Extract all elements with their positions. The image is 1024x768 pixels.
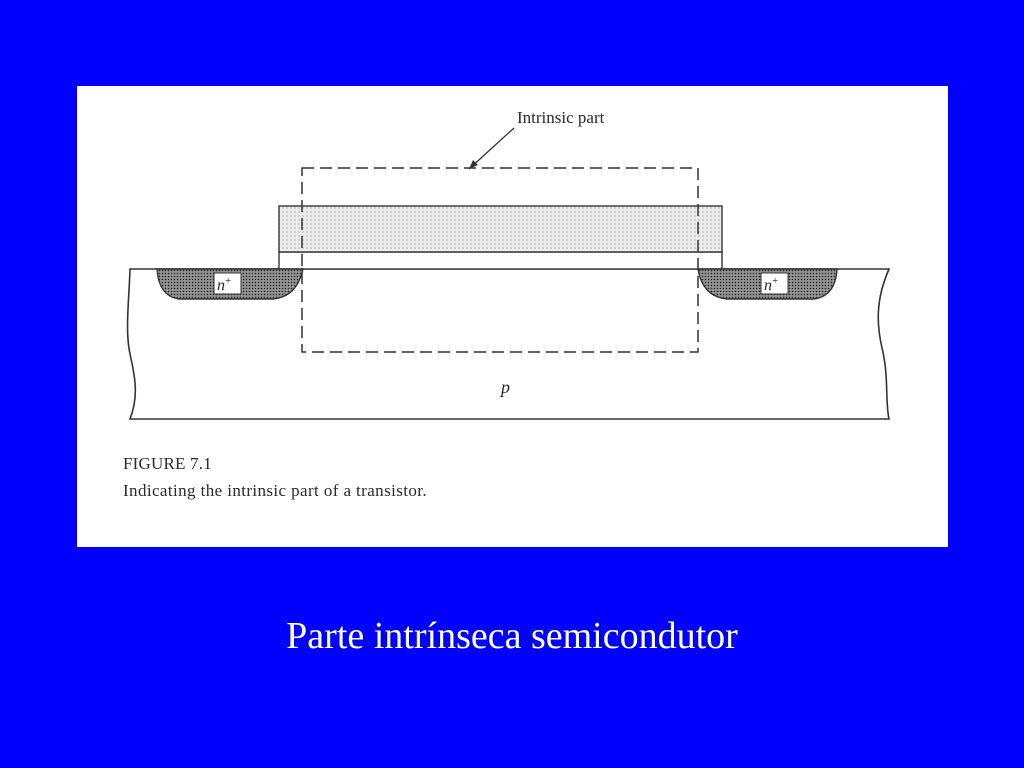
slide-title: Parte intrínseca semicondutor	[286, 615, 738, 657]
transistor-diagram: Intrinsic part n+ n+ p	[126, 108, 891, 420]
figure-panel: Intrinsic part n+ n+ p FIGURE 7.1 Indica…	[77, 86, 948, 547]
figure-number: FIGURE 7.1	[123, 454, 212, 473]
callout-leader	[468, 127, 515, 170]
substrate-outline	[126, 268, 891, 420]
drain-label-box	[760, 272, 789, 295]
intrinsic-region-boundary	[301, 167, 699, 353]
source-label-n: n	[217, 277, 225, 294]
source-label-superscript: +	[225, 275, 231, 287]
source-label-box	[213, 272, 242, 295]
callout-arrowhead	[469, 160, 478, 169]
source-label: n+	[217, 275, 231, 294]
gate-oxide	[278, 251, 723, 270]
drain-label-superscript: +	[772, 275, 778, 287]
intrinsic-part-label: Intrinsic part	[517, 108, 605, 127]
figure-caption: Indicating the intrinsic part of a trans…	[123, 481, 428, 500]
drain-label-n: n	[764, 277, 772, 294]
gate	[278, 205, 723, 253]
substrate-label: p	[499, 377, 510, 397]
drain-label: n+	[764, 275, 778, 294]
